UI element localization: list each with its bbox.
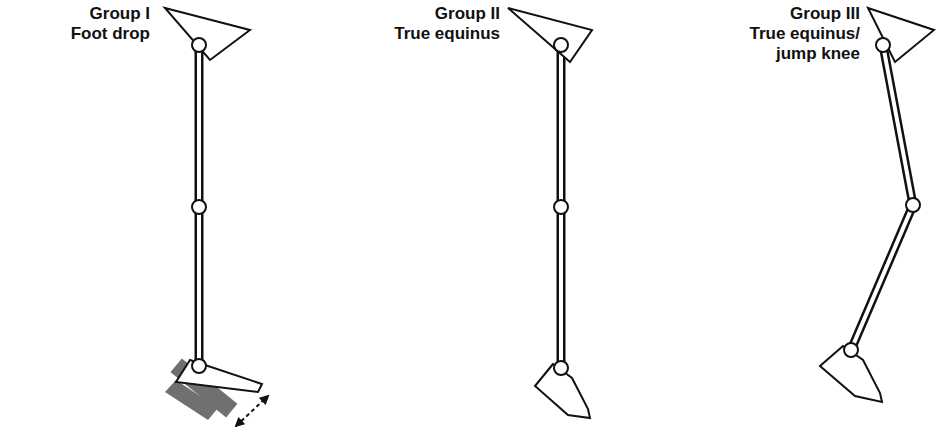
leg-foot-drop (165, 8, 268, 426)
group-subtitle: Foot drop (10, 24, 150, 44)
group-heading: Group III (720, 4, 860, 24)
group-heading: Group I (10, 4, 150, 24)
group-heading: Group II (360, 4, 500, 24)
leg-jump-knee (820, 8, 934, 402)
group-subtitle: True equinus/ jump knee (735, 24, 860, 64)
group-subtitle: True equinus (360, 24, 500, 44)
leg-true-equinus (508, 8, 592, 418)
